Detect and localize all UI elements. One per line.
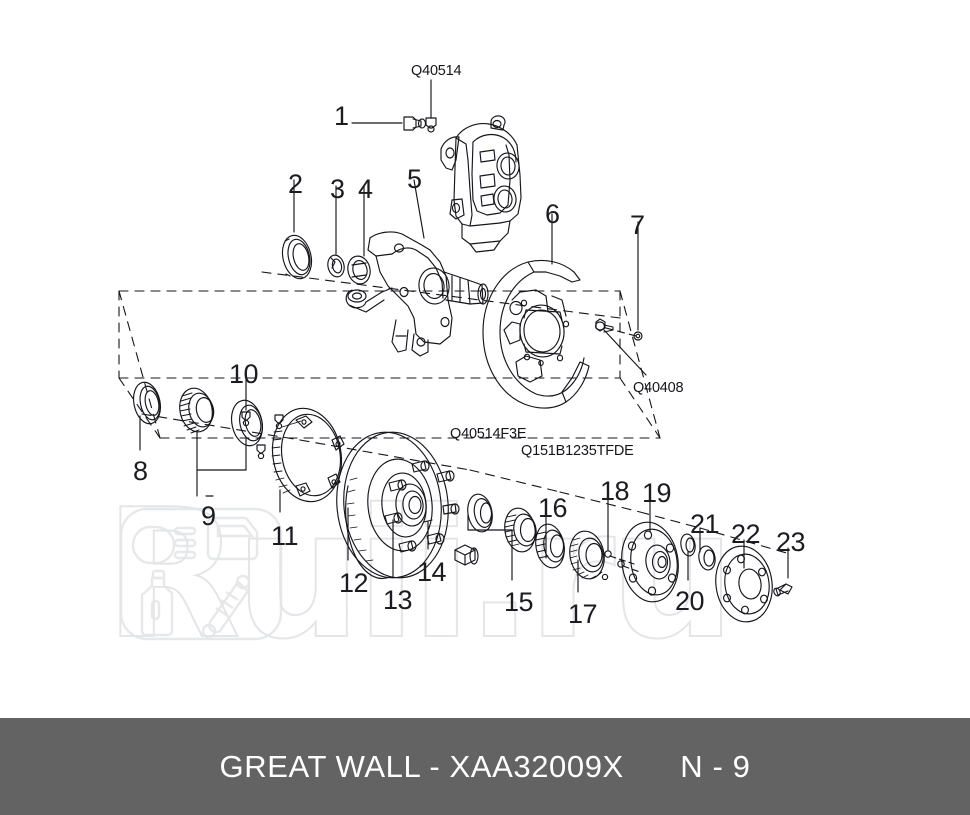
callout-20[interactable]: 20	[675, 586, 705, 616]
part-19-hub-flange	[621, 491, 679, 603]
footer-content: GREAT WALL - XAA32009X N - 9	[0, 718, 970, 815]
q40408-bolt	[594, 318, 647, 376]
part-code-q40408: Q40408	[633, 380, 684, 396]
q40514-bolt	[425, 79, 437, 133]
footer-brand-code: GREAT WALL - XAA32009X	[219, 748, 624, 784]
part-9-bearing-cup	[230, 399, 264, 447]
footer-page-ref: N - 9	[680, 748, 751, 784]
part-9-roller-bearing	[179, 387, 215, 434]
callout-8[interactable]: 8	[133, 456, 148, 486]
exploded-view-diagram: Ruii.ru	[103, 63, 806, 665]
callout-23[interactable]: 23	[776, 527, 806, 557]
part-6-dust-shield	[482, 213, 590, 409]
part-3-ring	[327, 185, 345, 278]
footer-label-group: GREAT WALL - XAA32009X N - 9	[220, 749, 751, 785]
diagram-linework	[118, 79, 793, 623]
part-2-seal	[281, 179, 313, 280]
part-13-hub	[392, 483, 427, 578]
part-21-seal	[698, 527, 716, 571]
callout-12[interactable]: 12	[339, 568, 369, 598]
part-18-bolt	[601, 489, 625, 581]
part7-axis	[605, 327, 637, 337]
part-code-q151b1235tfde: Q151B1235TFDE	[521, 443, 634, 459]
callout-2[interactable]: 2	[288, 169, 303, 199]
part-17-abs-ring	[569, 530, 605, 593]
part-15-seal-ring	[467, 493, 493, 533]
watermark-icon-box	[119, 507, 283, 641]
callout-11[interactable]: 11	[271, 521, 299, 551]
callout-17[interactable]: 17	[568, 599, 598, 629]
callout-9[interactable]: 9	[201, 501, 216, 531]
callout-21[interactable]: 21	[690, 509, 720, 539]
part-16-bearing-outer	[535, 523, 565, 569]
callout-5[interactable]: 5	[407, 164, 422, 194]
part-10-bolts	[241, 379, 284, 460]
part-code-q40514f3e: Q40514F3E	[450, 426, 527, 442]
part-4-ring	[347, 185, 371, 285]
callout-4[interactable]: 4	[358, 174, 373, 204]
part18-axis	[609, 555, 641, 573]
callout-7[interactable]: 7	[630, 210, 645, 240]
brake-caliper	[440, 115, 522, 253]
callout-18[interactable]: 18	[600, 476, 630, 506]
part-20-washer	[680, 533, 696, 581]
part-23-bolt	[773, 547, 793, 597]
part-5-steering-knuckle	[345, 179, 489, 357]
callout-22[interactable]: 22	[731, 519, 761, 549]
callout-14[interactable]: 14	[417, 557, 447, 587]
part-11-tone-ring	[271, 407, 345, 513]
part-1-bleed-screw	[351, 116, 427, 131]
callout-16[interactable]: 16	[538, 493, 568, 523]
footer-bar: GREAT WALL - XAA32009X N - 9	[0, 718, 970, 815]
assembly-axis-box	[118, 290, 661, 439]
part-22-hub-flange-outer	[715, 539, 773, 623]
part-15-lug-nut	[454, 514, 513, 581]
callout-13[interactable]: 13	[383, 585, 413, 615]
part-8-seal	[132, 381, 162, 451]
callout-6[interactable]: 6	[545, 199, 560, 229]
callout-3[interactable]: 3	[330, 174, 345, 204]
callout-15[interactable]: 15	[504, 587, 534, 617]
part-code-q40514: Q40514	[411, 63, 462, 79]
callout-19[interactable]: 19	[642, 478, 672, 508]
part-14-wheel-studs	[384, 460, 460, 553]
callout-10[interactable]: 10	[229, 359, 259, 389]
part-9-bracket	[196, 431, 247, 497]
callout-1[interactable]: 1	[334, 101, 349, 131]
